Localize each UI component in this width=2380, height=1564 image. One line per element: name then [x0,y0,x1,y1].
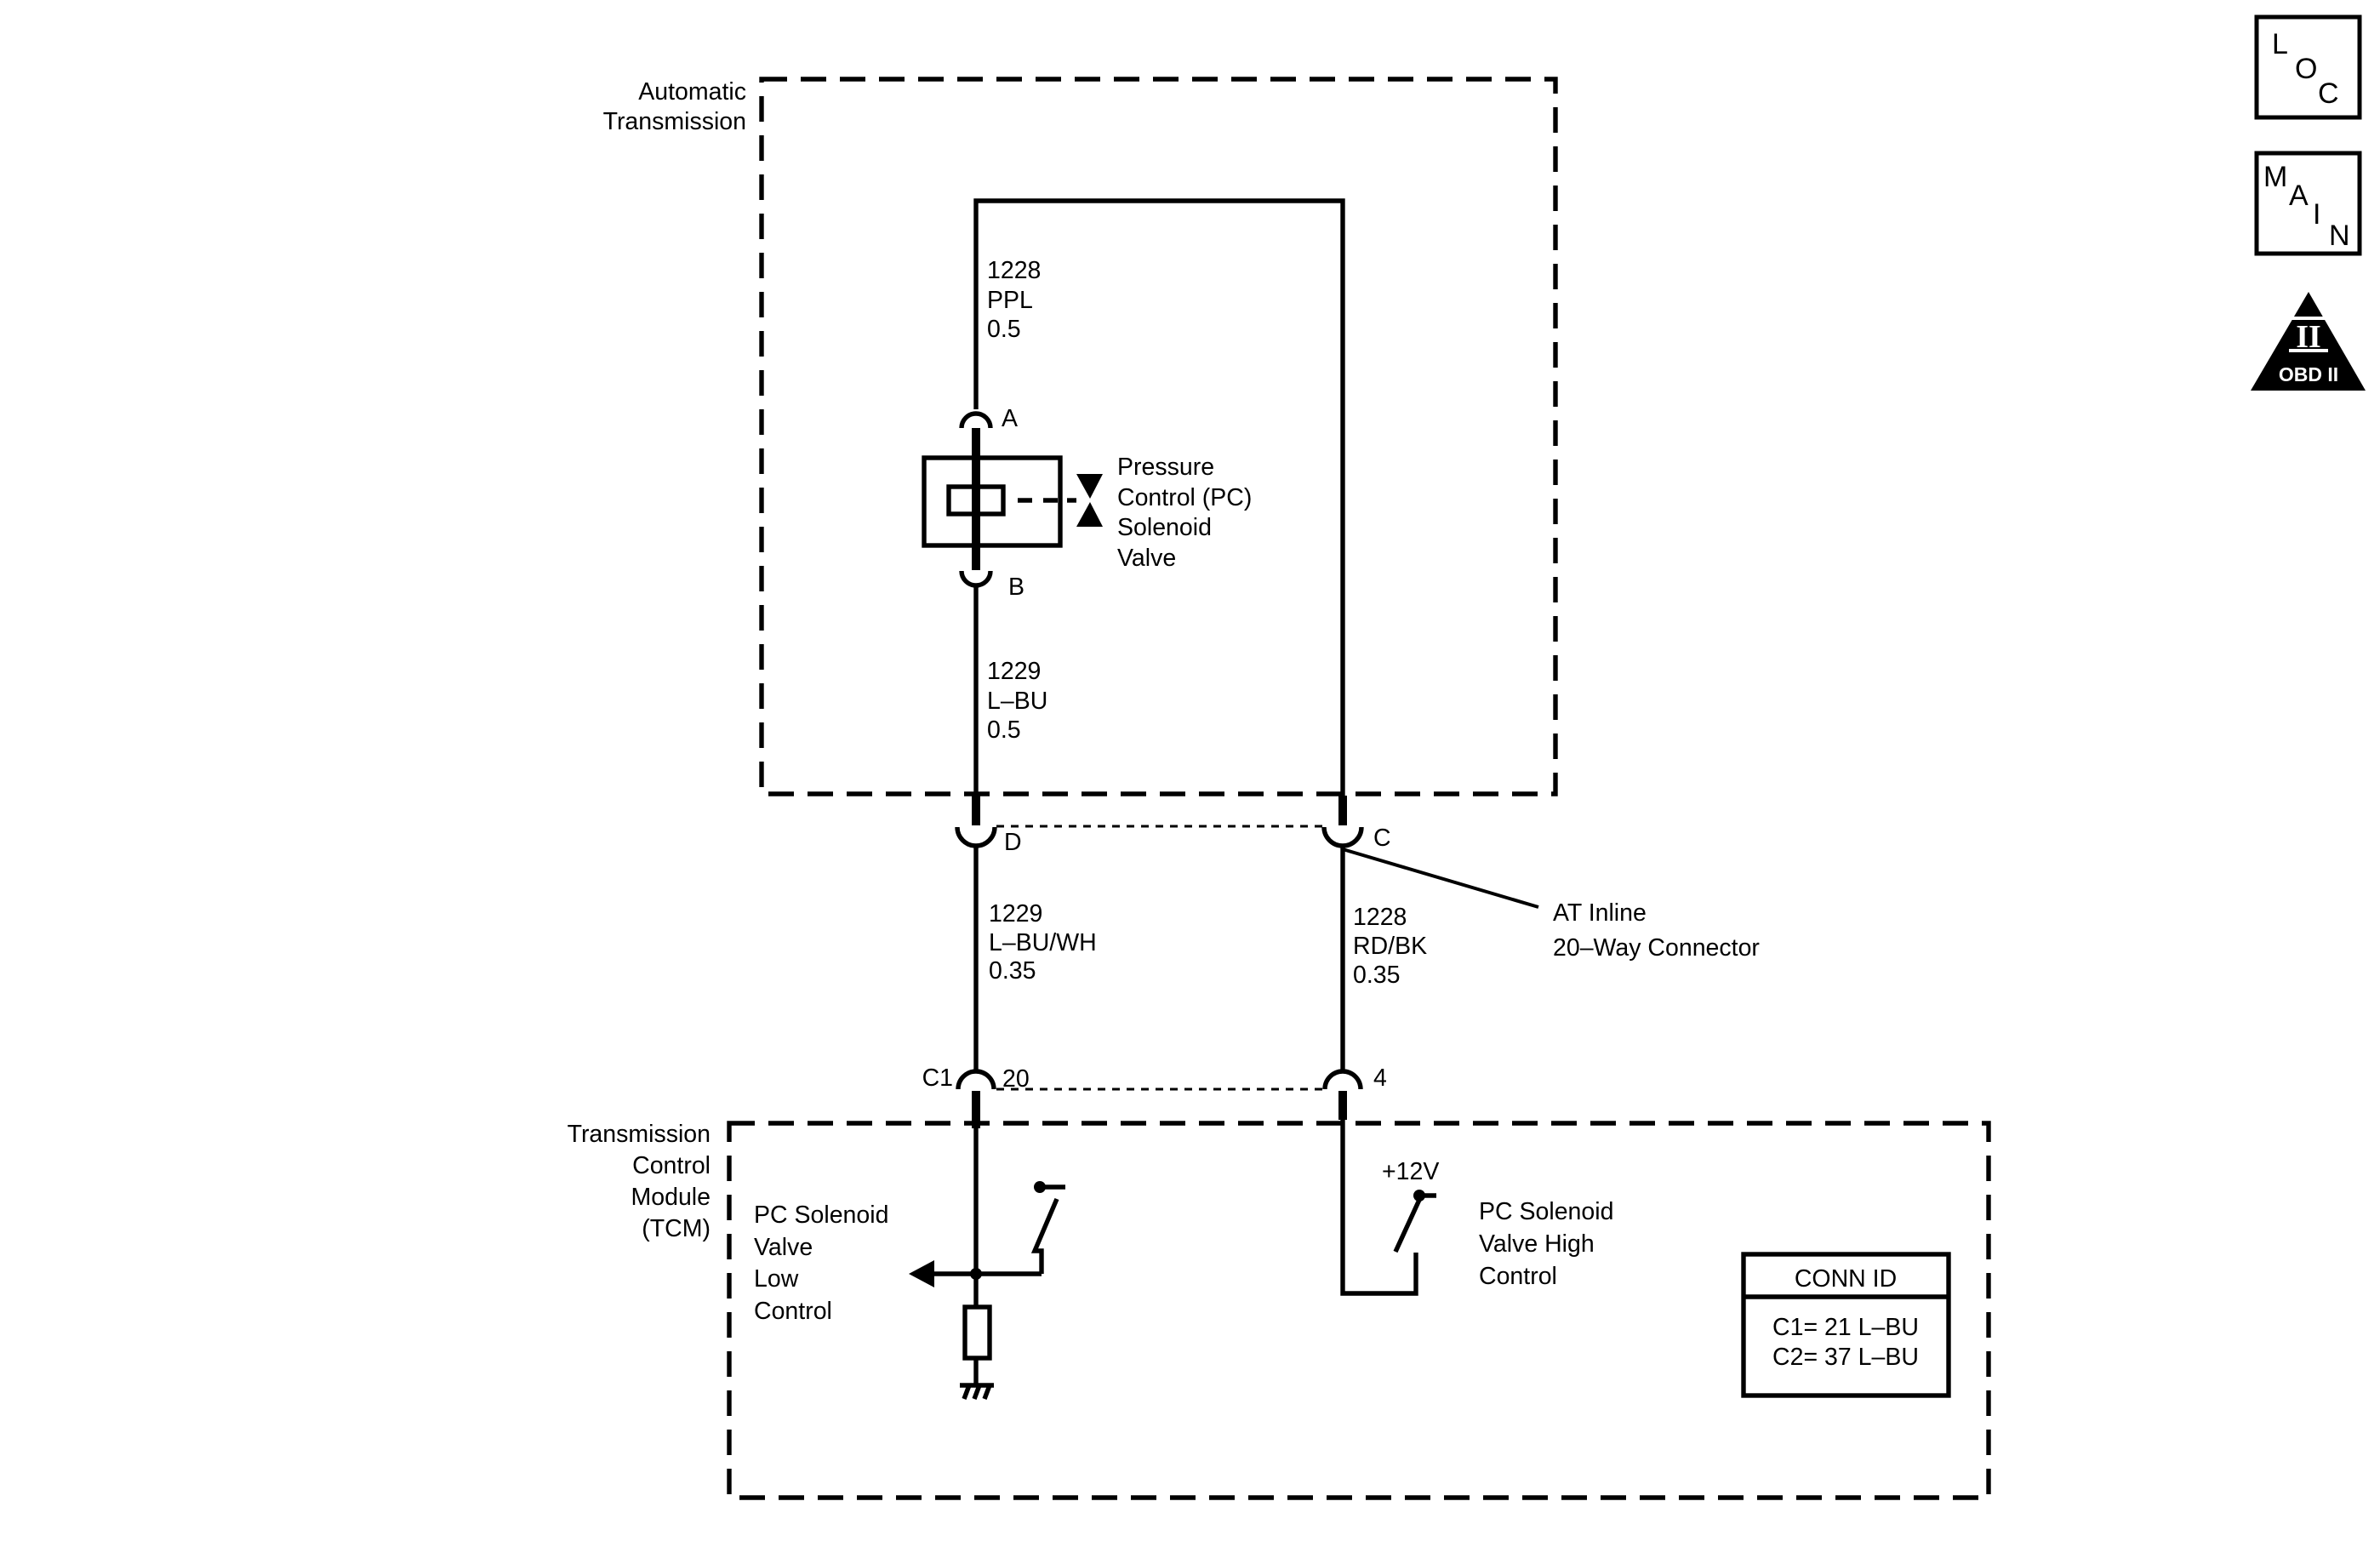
inline-pin-c-terminal [1321,826,1364,848]
pc-high-label-3: Control [1479,1263,1557,1290]
supply-voltage-label: +12V [1382,1158,1439,1185]
at-inline-connector: D C AT Inline 20–Way Connector [955,796,1760,962]
low-side-switch [1030,1197,1059,1274]
main-icon-letter-4: N [2329,220,2350,252]
inline-pin-d-terminal [955,826,997,848]
main-icon-letter-3: I [2313,198,2320,231]
tcm-pin-4-terminal [1322,1069,1363,1090]
pc-high-label-1: PC Solenoid [1479,1198,1613,1225]
wire-1228-ppl: 1228 PPL 0.5 [973,198,1345,798]
loc-icon-letter-3: C [2318,77,2339,110]
conn-id-row-2: C2= 37 L–BU [1772,1344,1919,1371]
sense-resistor [962,1304,992,1361]
tcm-pin-20-terminal [956,1069,996,1090]
pc-solenoid-label-1: Pressure [1117,454,1214,481]
wire-1228-ppl-gauge: 0.5 [987,316,1021,343]
valve-symbol [1076,474,1103,527]
tcm-connector-label: C1 [922,1065,953,1092]
automatic-transmission-boundary: Automatic Transmission [603,77,1558,796]
tcm-pin-4-label: 4 [1373,1065,1387,1092]
pc-low-label-3: Low [754,1265,799,1293]
wire-1229-lbu-gauge: 0.5 [987,716,1021,744]
conn-id-row-1: C1= 21 L–BU [1772,1314,1919,1341]
pc-solenoid-label-2: Control (PC) [1117,484,1252,511]
pin-a-terminal [959,411,993,429]
conn-id-table: CONN ID C1= 21 L–BU C2= 37 L–BU [1741,1252,1951,1398]
tcm-pin-20-label: 20 [1002,1065,1030,1093]
wire-1229-lbu: 1229 L–BU 0.5 [973,585,1047,800]
pc-low-side-driver: PC Solenoid Valve Low Control [754,1128,1065,1400]
tcm-label-2: Control [632,1152,711,1179]
pc-high-side-driver: +12V PC Solenoid Valve High Control [1340,1120,1613,1296]
obd-ii-numeral: II [2296,319,2321,355]
inline-pin-c-label: C [1373,825,1391,852]
wire-1228-rdbk-circuit: 1228 [1353,904,1407,931]
inline-pin-d-label: D [1004,829,1022,856]
high-side-switch [1393,1198,1422,1253]
inline-connector-leader [1342,848,1539,909]
output-arrow [909,1260,934,1287]
automatic-transmission-label-2: Transmission [603,108,746,135]
tcm-label-3: Module [631,1184,711,1211]
tcm-boundary: Transmission Control Module (TCM) [568,1121,1991,1500]
tcm-label-1: Transmission [568,1121,711,1148]
loc-icon-letter-2: O [2295,53,2317,85]
conn-id-title: CONN ID [1795,1265,1897,1293]
wire-1228-ppl-color: PPL [987,287,1033,314]
wire-1229-lbu-wh: 1229 L–BU/WH 0.35 [973,846,1097,1072]
obd-ii-label: OBD II [2279,363,2338,385]
wire-1228-ppl-circuit: 1228 [987,257,1041,284]
pin-a-label: A [1002,405,1018,432]
loc-icon[interactable]: L O C [2254,14,2362,120]
pc-solenoid-label-3: Solenoid [1117,514,1212,541]
main-icon[interactable]: M A I N [2254,151,2362,256]
wire-1229-lbu-circuit: 1229 [987,658,1041,685]
solenoid-coil [946,484,1006,517]
pc-solenoid-label-4: Valve [1117,545,1176,572]
pin-b-terminal [959,570,993,588]
pc-low-label-2: Valve [754,1234,813,1261]
loc-icon-letter-1: L [2272,28,2288,60]
wire-1228-rdbk-color: RD/BK [1353,933,1427,960]
main-icon-letter-2: A [2289,180,2309,212]
pc-solenoid-valve: A B Pressure Control (PC) Solenoid Valve [922,405,1252,601]
wire-1229-lbu-color: L–BU [987,688,1047,715]
inline-connector-label-2: 20–Way Connector [1553,934,1760,962]
wire-1229-lbuwh-gauge: 0.35 [989,957,1036,985]
pc-low-label-4: Control [754,1298,832,1325]
wire-1228-rdbk-gauge: 0.35 [1353,962,1400,989]
obd-ii-icon[interactable]: II OBD II [2251,292,2366,391]
tcm-connector-c1: C1 20 4 [922,1065,1387,1128]
wire-1228-rd-bk: 1228 RD/BK 0.35 [1340,846,1427,1072]
wire-1229-lbuwh-circuit: 1229 [989,900,1042,928]
pc-high-label-2: Valve High [1479,1230,1595,1258]
wire-1229-lbuwh-color: L–BU/WH [989,929,1097,956]
main-icon-letter-1: M [2263,161,2287,193]
solenoid-housing [922,455,1063,548]
pc-low-label-1: PC Solenoid [754,1202,888,1229]
pin-b-label: B [1008,574,1024,601]
inline-connector-label-1: AT Inline [1553,899,1647,927]
automatic-transmission-label-1: Automatic [638,78,746,106]
tcm-label-4: (TCM) [642,1215,711,1242]
